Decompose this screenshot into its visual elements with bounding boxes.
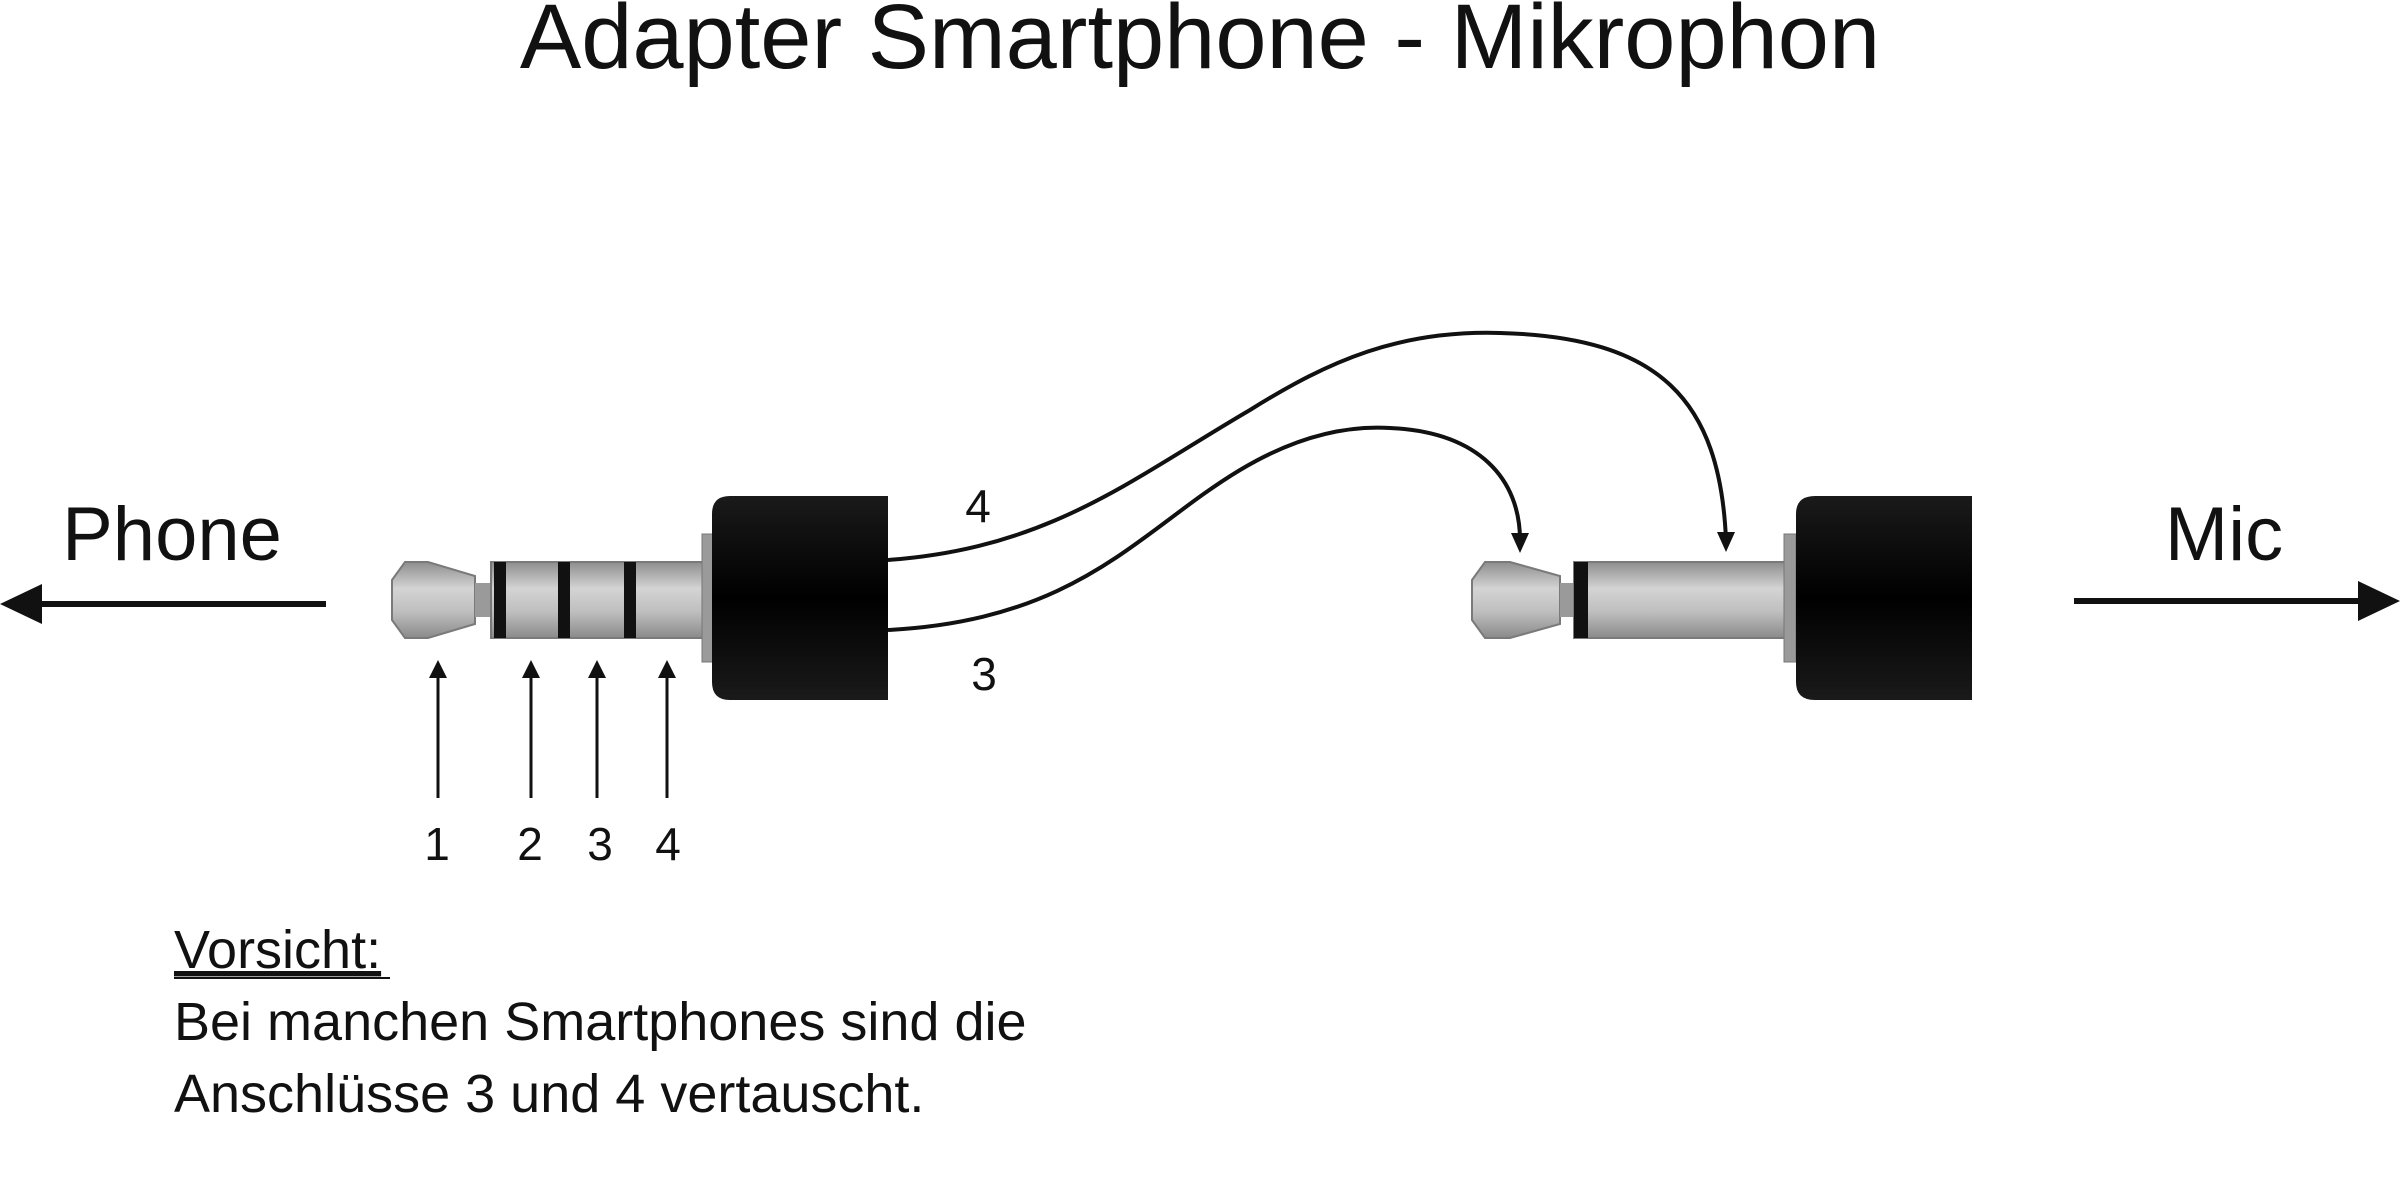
- contact-2-label: 2: [517, 818, 543, 870]
- trs-plug: [1471, 496, 1972, 700]
- contact-3-label: 3: [587, 818, 613, 870]
- phone-label: Phone: [62, 492, 282, 577]
- wire-4-arrowhead: [1717, 532, 1735, 552]
- wire-3-arrowhead: [1511, 533, 1529, 553]
- note-line-1: Bei manchen Smartphones sind die: [174, 992, 1027, 1052]
- page-title: Adapter Smartphone - Mikrophon: [520, 0, 1880, 88]
- wire-4-label: 4: [965, 480, 991, 532]
- note-heading: Vorsicht:: [174, 920, 381, 980]
- mic-direction-arrow: [2074, 581, 2400, 621]
- mic-label: Mic: [2165, 492, 2283, 577]
- phone-direction-arrow: [0, 584, 326, 624]
- trrs-plug: [391, 496, 888, 700]
- contact-arrows: [429, 660, 676, 798]
- note-line-2: Anschlüsse 3 und 4 vertauscht.: [174, 1064, 924, 1124]
- wire-3-label: 3: [971, 648, 997, 700]
- contact-1-label: 1: [424, 818, 450, 870]
- contact-4-label: 4: [655, 818, 681, 870]
- wire-4: [887, 330, 1728, 562]
- wire-3: [887, 425, 1522, 632]
